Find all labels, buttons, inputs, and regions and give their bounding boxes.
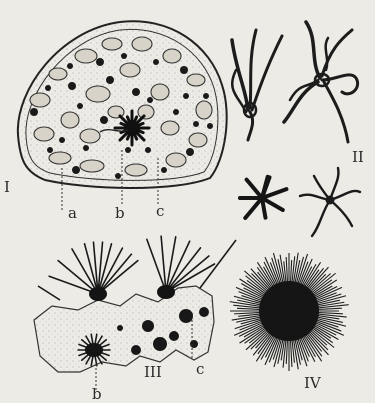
- cell-vacuole: [161, 121, 179, 135]
- cell-vacuole: [120, 63, 140, 77]
- cell-diagram: I a b c: [4, 21, 227, 222]
- cell-vacuole: [102, 38, 122, 50]
- granule: [169, 331, 179, 341]
- filament-diagram: II: [232, 22, 364, 236]
- label-b2: b: [92, 385, 102, 403]
- cell-vacuole: [163, 49, 181, 63]
- cell-granule: [72, 166, 80, 174]
- radiate-body: IV: [230, 253, 349, 392]
- cell-granule: [83, 145, 89, 151]
- granule: [153, 337, 167, 351]
- star-arm: [330, 200, 352, 226]
- tissue-fragment: [34, 286, 214, 372]
- cell-vacuole: [49, 152, 71, 164]
- cell-vacuole: [80, 129, 100, 143]
- cell-vacuole: [196, 101, 212, 119]
- granule: [117, 325, 123, 331]
- tuft-base: [157, 285, 175, 299]
- filled-star: [240, 177, 286, 218]
- star-arm: [247, 180, 262, 198]
- cell-granule: [147, 97, 153, 103]
- cell-granule: [45, 85, 51, 91]
- cell-granule: [100, 116, 108, 124]
- cell-granule: [30, 108, 38, 116]
- star-arm: [245, 198, 262, 218]
- cell-granule: [186, 148, 194, 156]
- cell-vacuole: [132, 37, 152, 51]
- cell-granule: [153, 59, 159, 65]
- granule: [131, 345, 141, 355]
- cell-vacuole: [166, 153, 186, 167]
- cell-vacuole: [75, 49, 97, 63]
- cell-vacuole: [151, 84, 169, 100]
- star-arm: [330, 168, 338, 200]
- panel-label-IV: IV: [304, 374, 322, 392]
- cell-granule: [161, 167, 167, 173]
- star-center: [126, 122, 138, 134]
- cell-granule: [67, 63, 73, 69]
- cell-vacuole: [189, 133, 207, 147]
- thin-star: [300, 168, 360, 236]
- granule: [179, 309, 193, 323]
- cell-granule: [125, 147, 131, 153]
- granule: [190, 340, 198, 348]
- cell-vacuole: [30, 93, 50, 107]
- bristle: [38, 286, 60, 300]
- label-c: c: [156, 202, 164, 220]
- cell-vacuole: [61, 112, 79, 128]
- radiate-core: [259, 281, 319, 341]
- cell-granule: [47, 147, 53, 153]
- cell-vacuole: [80, 160, 104, 172]
- cell-granule: [180, 66, 188, 74]
- cell-granule: [115, 173, 121, 179]
- cell-granule: [106, 76, 114, 84]
- cell-vacuole: [125, 164, 147, 176]
- star-center: [326, 196, 334, 204]
- panel-label-II: II: [352, 148, 364, 166]
- label-a: a: [68, 204, 77, 222]
- granule: [142, 320, 154, 332]
- cell-granule: [132, 88, 140, 96]
- granule: [199, 307, 209, 317]
- cell-granule: [96, 58, 104, 66]
- panel-label-III: III: [144, 363, 162, 381]
- cell-granule: [203, 93, 209, 99]
- cell-vacuole: [34, 127, 54, 141]
- cell-vacuole: [187, 74, 205, 86]
- tuft-base: [89, 287, 107, 301]
- star-arm: [312, 200, 330, 236]
- cell-granule: [68, 82, 76, 90]
- cell-granule: [193, 121, 199, 127]
- tissue-diagram: III b c: [34, 236, 236, 403]
- label-c2: c: [196, 360, 204, 378]
- panel-label-I: I: [4, 178, 10, 196]
- cell-granule: [145, 147, 151, 153]
- cell-granule: [59, 137, 65, 143]
- star-arm: [330, 191, 360, 200]
- bristle: [166, 237, 176, 292]
- bristle: [200, 240, 236, 288]
- cell-vacuole: [86, 86, 110, 102]
- cell-granule: [207, 123, 213, 129]
- label-b: b: [115, 204, 125, 222]
- cell-vacuole: [49, 68, 67, 80]
- tuft-base: [85, 343, 103, 357]
- cell-vacuole: [138, 105, 154, 119]
- cell-granule: [121, 53, 127, 59]
- cell-granule: [183, 93, 189, 99]
- cell-granule: [77, 103, 83, 109]
- cell-granule: [173, 109, 179, 115]
